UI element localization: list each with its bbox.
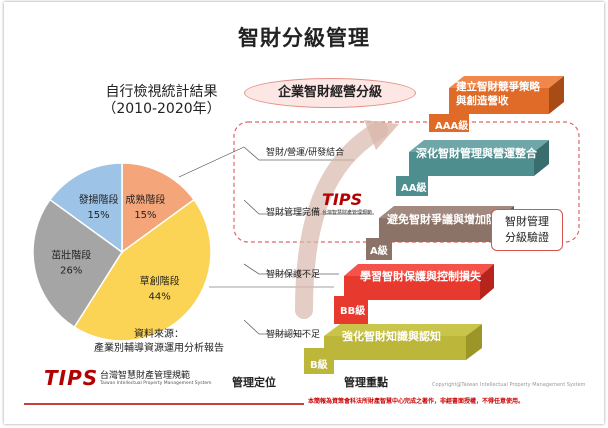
pie-value-2: 26% <box>60 266 82 277</box>
pie-slice-1 <box>73 198 212 342</box>
step-b-base <box>304 348 334 374</box>
pie-slice-2 <box>32 198 124 329</box>
copyright: Copyright@Taiwan Intellectual Property M… <box>432 382 586 388</box>
step-aa-focus: 深化智財管理與營運整合 <box>416 147 537 160</box>
step-b-level: B級 <box>310 360 328 371</box>
step-bb-focus: 學習智財保護與控制損失 <box>360 270 481 283</box>
step-aa-front <box>409 152 534 176</box>
position-label-a: 智財管理完備 <box>266 208 321 218</box>
pie-chart: 成熟階段 15% 草創階段 44% 茁壯階段 26% 發揚階段 15% <box>32 162 212 342</box>
step-bb-top <box>344 264 494 276</box>
step-b-top <box>324 324 482 336</box>
position-label-aa: 智財/營運/研發結合 <box>266 148 345 158</box>
source-label: 資料來源： <box>134 329 184 340</box>
step-bb-side <box>480 264 494 300</box>
step-aa-side <box>534 140 549 176</box>
org-name-en: Taiwan Intellectual Property Management … <box>100 381 212 386</box>
step-aaa-top <box>449 76 564 88</box>
center-logo-mark: TIPS <box>322 190 363 209</box>
org-name: 台灣智慧財產管理規範 <box>100 371 191 381</box>
page-title: 智財分級管理 <box>238 26 370 50</box>
management-position-label: 管理定位 <box>232 376 276 389</box>
pie-label-2: 茁壯階段 <box>51 249 91 262</box>
step-a-base <box>366 238 392 260</box>
callout-line-2: 分級驗證 <box>505 231 549 244</box>
step-a-front <box>379 218 499 242</box>
position-label-b: 智財認知不足 <box>266 330 321 340</box>
callout-line-1: 智財管理 <box>505 215 549 228</box>
step-aaa-focus: 建立智財競爭策略與創造營收 <box>456 81 540 107</box>
footer-notice: 本簡報為資策會科法所財產智慧中心完成之著作，非經書面授權，不得任意使用。 <box>308 398 525 405</box>
verification-callout: 智財管理 分級驗證 <box>491 209 563 251</box>
enterprise-grading-oval: 企業智財經營分級 <box>244 78 416 108</box>
step-aaa-front <box>449 88 549 114</box>
step-aa-base <box>396 176 428 196</box>
step-b-focus: 強化智財知識與認知 <box>342 330 441 343</box>
pie-label-3: 發揚階段 <box>79 193 119 206</box>
pie-slice-3 <box>48 162 123 254</box>
tips-logo: TIPS <box>44 366 98 390</box>
pie-value-3: 15% <box>87 210 109 221</box>
step-aaa-base <box>429 114 469 132</box>
center-logo-name: 台灣智慧財產管理規範 <box>322 210 373 216</box>
pie-value-1: 44% <box>149 291 171 302</box>
step-bb-level: BB級 <box>340 306 366 317</box>
step-bb-base <box>334 296 368 324</box>
chart-subtitle: 自行檢視統計結果 （2010-2020年） <box>74 84 249 118</box>
management-focus-label: 管理重點 <box>344 376 388 389</box>
connector-line-b <box>243 319 304 335</box>
connector-line-aa <box>243 146 354 161</box>
step-a-focus: 避免智財爭議與增加防禦 <box>387 213 508 226</box>
source-name: 產業別輔導資源運用分析報告 <box>94 343 224 354</box>
data-source: 資料來源： 產業別輔導資源運用分析報告 <box>44 328 274 356</box>
pie-slices <box>32 162 212 342</box>
connector-line-a <box>243 199 374 215</box>
staircase-diagram <box>24 76 580 405</box>
tips-logo-text: 台灣智慧財產管理規範 Taiwan Intellectual Property … <box>100 368 212 386</box>
step-aa-top <box>409 140 549 152</box>
tips-logo-mark: TIPS <box>44 366 99 390</box>
growth-arrow-head <box>364 120 399 150</box>
center-logo: TIPS 台灣智慧財產管理規範 <box>322 190 372 216</box>
pie-labels: 成熟階段 15% 草創階段 44% 茁壯階段 26% 發揚階段 15% <box>51 193 179 302</box>
slide: 智財分級管理 自行檢視統計結果 （2010-2020年） 成熟階段 15% 草創階段… <box>4 2 604 424</box>
step-aa-level: AA級 <box>401 183 427 194</box>
step-b-side <box>466 324 482 360</box>
position-label-bb: 智財保護不足 <box>266 270 321 280</box>
step-b-front <box>324 336 466 360</box>
growth-arrow-body <box>295 121 388 319</box>
pie-value-0: 15% <box>134 210 156 221</box>
chart-title-line: 自行檢視統計結果 <box>105 84 218 100</box>
pie-slice-0 <box>121 162 196 254</box>
step-a-level: A級 <box>370 246 388 257</box>
pointer-mature <box>178 146 245 178</box>
chart-period-line: （2010-2020年） <box>102 101 221 117</box>
pie-label-0: 成熟階段 <box>125 193 165 206</box>
pie-label-1: 草創階段 <box>140 274 180 287</box>
step-aaa-side <box>549 76 564 114</box>
step-a-top <box>379 206 514 218</box>
step-aaa-level: AAA級 <box>435 121 469 132</box>
